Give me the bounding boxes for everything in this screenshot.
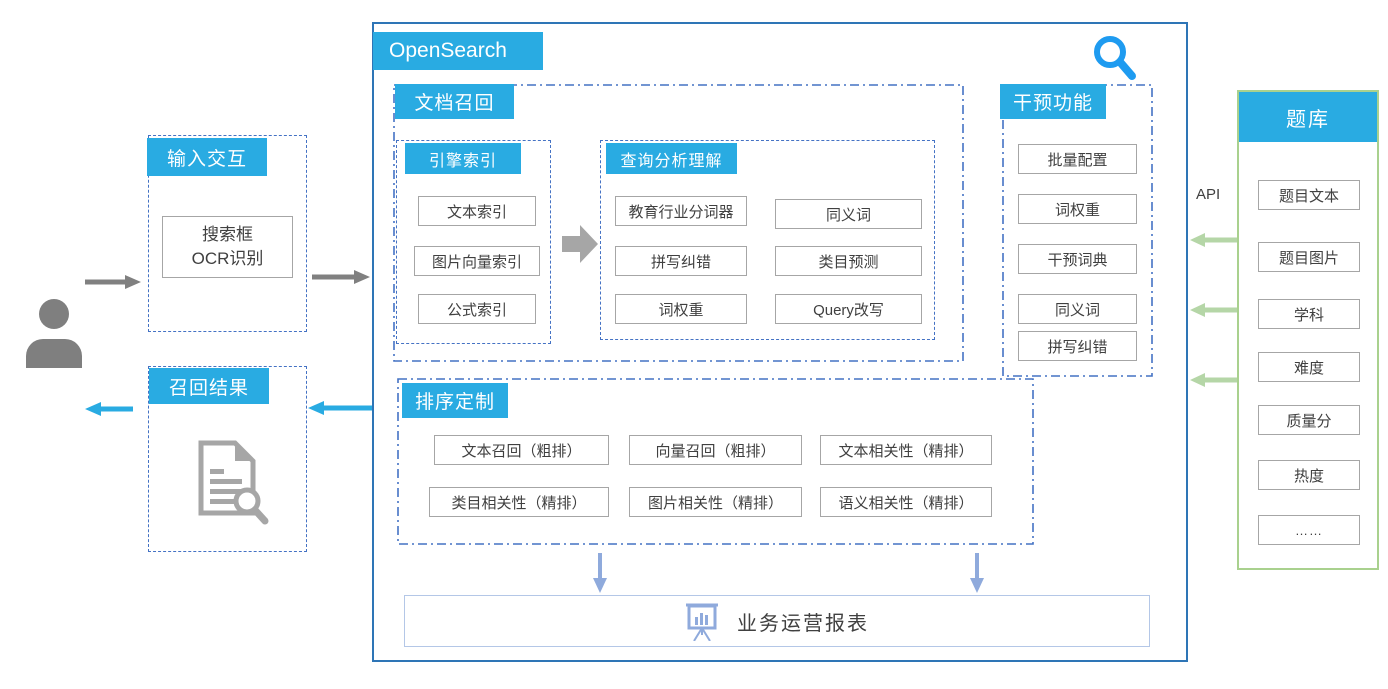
intervention-item: 干预词典 [1018, 244, 1137, 274]
query-analysis-item: Query改写 [775, 294, 922, 324]
question-bank-item: 题目图片 [1258, 242, 1360, 272]
query-analysis-item: 类目预测 [775, 246, 922, 276]
intervention-item: 批量配置 [1018, 144, 1137, 174]
question-bank-item: …… [1258, 515, 1360, 545]
sorting-item: 文本相关性（精排） [820, 435, 992, 465]
question-bank-item: 学科 [1258, 299, 1360, 329]
opensearch-title: OpenSearch [373, 32, 543, 70]
engine-index-box: 引擎索引 文本索引 图片向量索引 公式索引 [396, 140, 551, 344]
business-report-box: 业务运营报表 [404, 595, 1150, 647]
arrow-qbank-to-opensearch [1190, 303, 1238, 317]
document-magnifier-icon [198, 440, 269, 525]
arrow-down-to-report [593, 553, 607, 593]
query-analysis-item: 教育行业分词器 [615, 196, 747, 226]
arrow-qbank-to-opensearch [1190, 373, 1238, 387]
query-analysis-label: 查询分析理解 [606, 143, 737, 174]
sorting-item: 图片相关性（精排） [629, 487, 802, 517]
intervention-label: 干预功能 [1000, 84, 1106, 119]
api-label: API [1196, 186, 1221, 203]
question-bank-panel: 题库 题目文本 题目图片 学科 难度 质量分 热度 …… [1237, 90, 1379, 570]
arrow-down-to-report [970, 553, 984, 593]
query-analysis-box: 查询分析理解 教育行业分词器 拼写纠错 词权重 同义词 类目预测 Query改写 [600, 140, 935, 340]
presentation-chart-icon [686, 603, 718, 641]
input-interaction-panel: 输入交互 搜索框 OCR识别 [147, 135, 307, 332]
doc-recall-box: 文档召回 引擎索引 文本索引 图片向量索引 公式索引 查询分析理解 教育行业分词… [393, 84, 964, 362]
input-interaction-label: 输入交互 [147, 138, 267, 176]
arrow-input-to-opensearch [312, 270, 370, 284]
sorting-item: 向量召回（粗排） [629, 435, 802, 465]
intervention-item: 拼写纠错 [1018, 331, 1137, 361]
arrow-qbank-to-opensearch [1190, 233, 1238, 247]
question-bank-item: 质量分 [1258, 405, 1360, 435]
block-arrow-right-icon [562, 225, 598, 263]
engine-index-item: 公式索引 [418, 294, 536, 324]
recall-result-panel: 召回结果 [148, 366, 307, 552]
engine-index-label: 引擎索引 [405, 143, 521, 174]
query-analysis-item: 词权重 [615, 294, 747, 324]
engine-index-item: 图片向量索引 [414, 246, 540, 276]
sorting-item: 语义相关性（精排） [820, 487, 992, 517]
person-icon [26, 299, 82, 368]
arrow-recall-to-user [85, 402, 133, 416]
search-box-ocr-item: 搜索框 OCR识别 [162, 216, 293, 278]
question-bank-title: 题库 [1239, 92, 1377, 142]
question-bank-item: 热度 [1258, 460, 1360, 490]
sorting-label: 排序定制 [402, 383, 508, 418]
sorting-item: 文本召回（粗排） [434, 435, 609, 465]
business-report-label: 业务运营报表 [737, 612, 869, 635]
recall-result-label: 召回结果 [149, 368, 269, 404]
ocr-line: OCR识别 [191, 249, 264, 268]
opensearch-box: OpenSearch 文档召回 引擎索引 文本索引 图片向量索引 公式索引 [372, 22, 1188, 662]
intervention-item: 词权重 [1018, 194, 1137, 224]
search-box-line: 搜索框 [202, 225, 253, 245]
intervention-box: 干预功能 批量配置 词权重 干预词典 同义词 拼写纠错 [1000, 84, 1153, 377]
query-analysis-item: 拼写纠错 [615, 246, 747, 276]
question-bank-item: 难度 [1258, 352, 1360, 382]
sorting-box: 排序定制 文本召回（粗排） 向量召回（粗排） 文本相关性（精排） 类目相关性（精… [397, 378, 1034, 545]
sorting-item: 类目相关性（精排） [429, 487, 609, 517]
intervention-item: 同义词 [1018, 294, 1137, 324]
engine-index-item: 文本索引 [418, 196, 536, 226]
query-analysis-item: 同义词 [775, 199, 922, 229]
arrow-opensearch-to-recall [308, 401, 372, 415]
arrow-user-to-input [85, 275, 141, 289]
magnifier-icon [1094, 36, 1136, 80]
doc-recall-label: 文档召回 [395, 84, 514, 119]
question-bank-item: 题目文本 [1258, 180, 1360, 210]
